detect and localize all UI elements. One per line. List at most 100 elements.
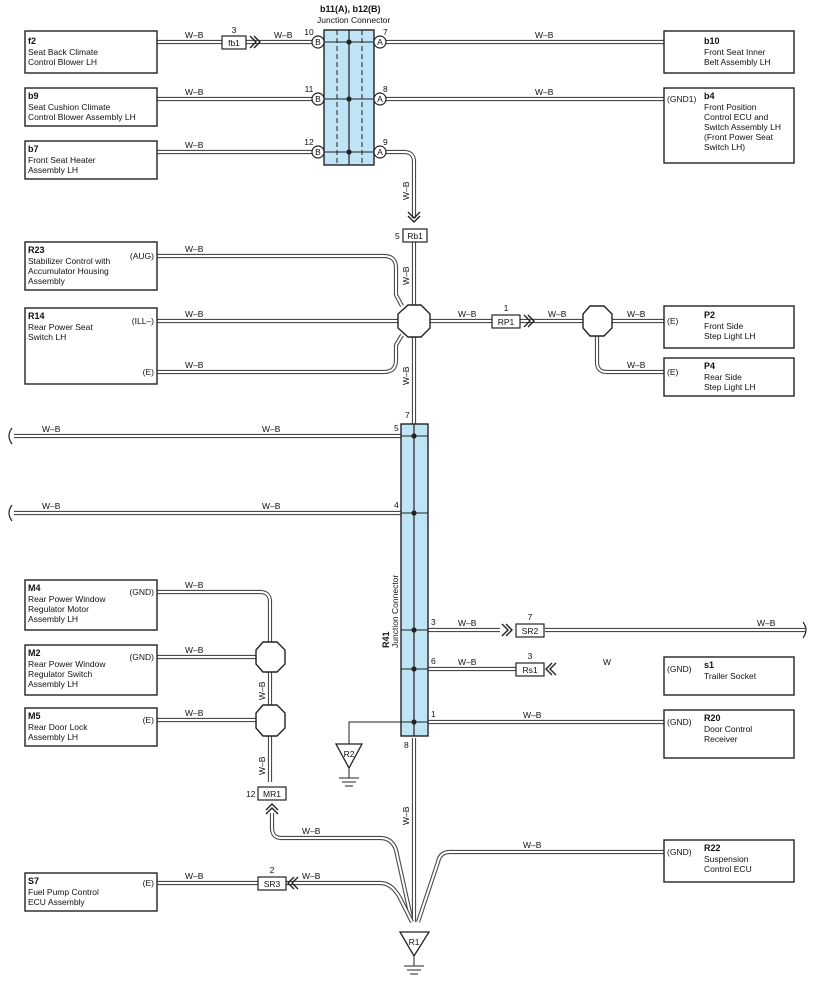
connector-fb1-pin: 3 (232, 25, 237, 35)
wire-label: W–B (458, 657, 477, 667)
pin-M4: (GND) (129, 587, 154, 597)
ground-R1 (398, 931, 431, 975)
box-R14 (24, 307, 158, 385)
wire-label-vert: W–B (401, 806, 411, 825)
name-R20-1: Door Control (704, 724, 752, 734)
name-b10-1: Front Seat Inner (704, 47, 766, 57)
wire-label: W–B (262, 424, 281, 434)
connector-MR1: MR1 (263, 789, 281, 799)
wire-label: W–B (535, 30, 554, 40)
connector-SR2: SR2 (522, 626, 539, 636)
name-M4-1: Rear Power Window (28, 594, 106, 604)
ground-R2-label: R2 (344, 749, 355, 759)
code-b10: b10 (704, 36, 720, 46)
name-M2-3: Assembly LH (28, 679, 78, 689)
name-R14-2: Switch LH (28, 332, 66, 342)
name-P2-1: Front Side (704, 321, 743, 331)
code-b9: b9 (28, 91, 39, 101)
code-b4: b4 (704, 91, 715, 101)
connector-RP1-pin: 1 (504, 303, 509, 313)
wire-label: W–B (302, 826, 321, 836)
pin-b-11: 11 (305, 84, 314, 94)
pin-S7: (E) (143, 878, 155, 888)
wire-labels: W–B W–B W–B W–B W–B W–B W–B W–B W–B W–B … (42, 30, 776, 881)
pin-M2: (GND) (129, 652, 154, 662)
box-b4 (663, 87, 795, 164)
name-S7-1: Fuel Pump Control (28, 887, 99, 897)
wire-label: W–B (262, 501, 281, 511)
r41-pin-5: 5 (394, 423, 399, 433)
wire-label: W–B (185, 87, 204, 97)
r41-pin-7: 7 (405, 410, 410, 420)
junction-top-title: b11(A), b12(B) (320, 4, 381, 14)
r41-pin-4: 4 (394, 500, 399, 510)
name-b4-2: Control ECU and (704, 112, 769, 122)
r41-pin-1: 1 (431, 709, 436, 719)
pin-R14-e: (E) (143, 367, 155, 377)
box-b9 (24, 87, 158, 127)
pin-b-12: 12 (304, 137, 314, 147)
name-R14-1: Rear Power Seat (28, 322, 93, 332)
wire-label: W–B (185, 871, 204, 881)
pin-a-7: 7 (383, 27, 388, 37)
break-mark-left-1 (8, 427, 13, 445)
name-R20-2: Receiver (704, 734, 738, 744)
wire-label: W–B (185, 309, 204, 319)
pin-letter-a2: A (377, 94, 383, 104)
name-b10-2: Belt Assembly LH (704, 57, 771, 67)
r41-pin-3: 3 (431, 617, 436, 627)
name-M5-1: Rear Door Lock (28, 722, 88, 732)
r41-pin-8: 8 (404, 740, 409, 750)
wire-label: W–B (302, 871, 321, 881)
name-s1-1: Trailer Socket (704, 671, 757, 681)
wire-label-w: W (603, 657, 611, 667)
pin-R20: (GND) (667, 717, 692, 727)
junction-R41-name: Junction Connector (390, 575, 400, 648)
connector-Rb1: Rb1 (407, 231, 423, 241)
pin-circles (311, 35, 387, 159)
box-M4 (24, 579, 158, 631)
box-b10 (663, 30, 795, 74)
name-b7-2: Assembly LH (28, 165, 78, 175)
name-b4-4: (Front Power Seat (704, 132, 774, 142)
wire-label: W–B (523, 710, 542, 720)
name-R22-1: Suspension (704, 854, 749, 864)
box-P2 (663, 305, 795, 349)
name-f2-1: Seat Back Climate (28, 47, 98, 57)
pin-R22: (GND) (667, 847, 692, 857)
junction-R41-code: R41 (381, 631, 391, 648)
code-b7: b7 (28, 144, 39, 154)
pin-R14: (ILL–) (132, 316, 154, 326)
box-b7 (24, 140, 158, 180)
pin-s1: (GND) (667, 664, 692, 674)
pin-a-8: 8 (383, 84, 388, 94)
wire-label: W–B (42, 501, 61, 511)
box-s1 (663, 656, 795, 696)
code-M5: M5 (28, 711, 41, 721)
name-b4-1: Front Position (704, 102, 757, 112)
ground-R1-label: R1 (409, 937, 420, 947)
wire-label: W–B (185, 140, 204, 150)
connector-Rs1: Rs1 (522, 665, 537, 675)
code-S7: S7 (28, 876, 39, 886)
connector-MR1-pin: 12 (246, 789, 256, 799)
wire-label: W–B (757, 618, 776, 628)
code-f2: f2 (28, 36, 36, 46)
pin-letter-a3: A (377, 147, 383, 157)
name-P4-1: Rear Side (704, 372, 742, 382)
name-M2-1: Rear Power Window (28, 659, 106, 669)
wires (14, 39, 805, 923)
junction-connector-R41 (400, 423, 429, 737)
ground-wire-R2 (348, 721, 401, 744)
wire-label: W–B (185, 708, 204, 718)
connector-SR2-pin: 7 (528, 612, 533, 622)
name-b4-5: Switch LH) (704, 142, 745, 152)
name-R23-3: Assembly (28, 276, 66, 286)
pin-b-10: 10 (304, 27, 314, 37)
wire-label: W–B (548, 309, 567, 319)
connector-Rb1-pin: 5 (395, 231, 400, 241)
connector-Rs1-pin: 3 (528, 651, 533, 661)
wire-label: W–B (535, 87, 554, 97)
box-R22 (663, 839, 795, 883)
